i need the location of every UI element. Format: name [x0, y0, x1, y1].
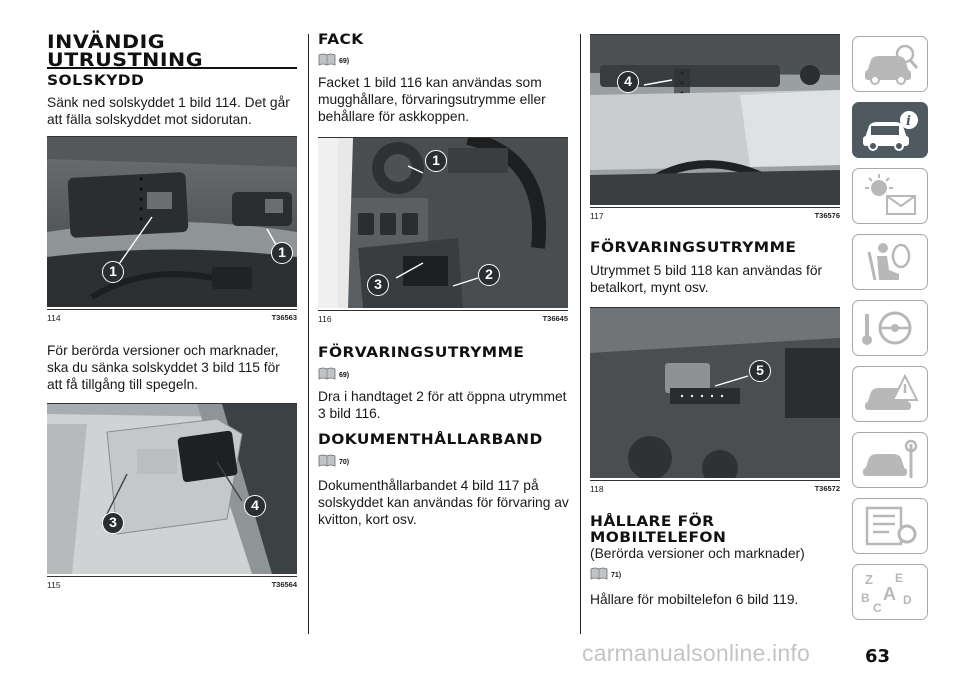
heading-line2: MOBILTELEFON	[590, 530, 727, 546]
book-warning-icon	[318, 454, 336, 467]
car-service-icon	[863, 439, 918, 478]
svg-text:Z: Z	[865, 572, 873, 587]
chapter-rule	[47, 67, 297, 69]
callout-5: 5	[749, 360, 771, 382]
callout-4: 4	[244, 495, 266, 517]
figure-number: 118	[590, 484, 604, 494]
figure-rule	[590, 480, 840, 481]
figure-rule	[590, 34, 840, 35]
heading-line1: HÅLLARE FÖR	[590, 514, 715, 530]
nav-tab-warning-lights[interactable]	[852, 168, 928, 224]
warning-ref-number: 69)	[339, 372, 350, 379]
figure-code: T36576	[814, 211, 840, 220]
figure-118-photo: 5	[590, 308, 840, 478]
book-warning-icon	[318, 53, 336, 66]
page-number: 63	[865, 646, 891, 667]
figure-code: T36645	[542, 314, 568, 323]
section-heading-dokumenthallarband: DOKUMENTHÅLLARBAND	[318, 432, 543, 448]
figure-116-photo: 1 3 2	[318, 138, 568, 308]
figure-code: T36572	[814, 484, 840, 493]
warning-lights-icon	[865, 174, 916, 215]
figure-number: 115	[47, 580, 61, 590]
figure-114-photo: 1 1	[47, 137, 297, 307]
section-heading-solskydd: SOLSKYDD	[47, 73, 145, 89]
hallare-subtitle: (Berörda versioner och marknader)	[590, 546, 805, 561]
nav-tab-car-info[interactable]: i	[852, 102, 928, 158]
nav-tab-steering-key[interactable]	[852, 300, 928, 356]
figure-number: 114	[47, 313, 61, 323]
callout-1: 1	[102, 261, 124, 283]
warning-ref-number: 70)	[339, 459, 350, 466]
figure-rule	[47, 136, 297, 137]
forvaring2-text: Utrymmet 5 bild 118 kan användas för bet…	[590, 263, 823, 295]
nav-tab-specs[interactable]	[852, 498, 928, 554]
steering-wheel-key-icon	[862, 311, 912, 345]
warning-reference: 69)	[318, 52, 349, 66]
figure-rule	[590, 307, 840, 308]
specs-list-icon	[865, 506, 917, 546]
figure-115-photo: 3 4	[47, 404, 297, 574]
figure-code: T36564	[271, 580, 297, 589]
dokument-text: Dokumenthållarbandet 4 bild 117 på solsk…	[318, 478, 569, 527]
svg-text:B: B	[861, 591, 870, 605]
warning-ref-number: 71)	[611, 572, 622, 579]
solskydd-text-1: Sänk ned solskyddet 1 bild 114. Det går …	[47, 95, 290, 127]
callout-3: 3	[102, 512, 124, 534]
warning-ref-number: 69)	[339, 58, 350, 65]
fack-text: Facket 1 bild 116 kan användas som muggh…	[318, 75, 546, 124]
callout-4: 4	[617, 71, 639, 93]
car-search-icon	[865, 44, 919, 85]
svg-text:i: i	[906, 114, 911, 129]
warning-reference: 71)	[590, 566, 621, 580]
car-info-icon: i	[863, 111, 918, 151]
nav-tab-index[interactable]: Z E B A D C	[852, 564, 928, 620]
figure-number: 117	[590, 211, 604, 221]
section-heading-forvaringsutrymme: FÖRVARINGSUTRYMME	[318, 345, 525, 361]
nav-tab-airbag-seat[interactable]	[852, 234, 928, 290]
hallare-text: Hållare för mobiltelefon 6 bild 119.	[590, 592, 799, 607]
figure-rule	[47, 576, 297, 577]
figure-rule	[47, 309, 297, 310]
chapter-title: INVÄNDIG UTRUSTNING	[47, 31, 204, 71]
book-warning-icon	[318, 367, 336, 380]
figure-code: T36563	[271, 313, 297, 322]
callout-3: 3	[367, 274, 389, 296]
warning-reference: 69)	[318, 366, 349, 380]
svg-text:E: E	[895, 571, 903, 585]
svg-text:D: D	[903, 593, 912, 607]
forvaring-text: Dra i handtaget 2 för att öppna utrymmet…	[318, 389, 567, 421]
column-divider	[308, 34, 309, 634]
solskydd-text-2: För berörda versioner och marknader, ska…	[47, 343, 280, 392]
figure-117-photo: 4	[590, 35, 840, 205]
nav-tab-car-emergency[interactable]	[852, 366, 928, 422]
nav-tab-car-search[interactable]	[852, 36, 928, 92]
car-emergency-icon	[865, 373, 919, 410]
book-warning-icon	[590, 567, 608, 580]
airbag-seat-icon	[867, 243, 911, 281]
section-heading-forvaringsutrymme: FÖRVARINGSUTRYMME	[590, 240, 797, 256]
callout-1: 1	[271, 242, 293, 264]
figure-rule	[47, 403, 297, 404]
chapter-title-line2: UTRUSTNING	[47, 49, 204, 71]
section-heading-fack: FACK	[318, 32, 364, 48]
svg-text:C: C	[873, 601, 882, 614]
warning-reference: 70)	[318, 453, 349, 467]
svg-text:A: A	[883, 584, 896, 604]
figure-rule	[318, 137, 568, 138]
section-heading-hallare: HÅLLARE FÖR MOBILTELEFON	[590, 514, 726, 546]
nav-tab-car-service[interactable]	[852, 432, 928, 488]
alphabetical-index-icon: Z E B A D C	[861, 571, 912, 614]
column-divider	[580, 34, 581, 634]
callout-1: 1	[425, 150, 447, 172]
figure-rule	[318, 310, 568, 311]
callout-2: 2	[478, 264, 500, 286]
watermark: carmanualsonline.info	[582, 640, 810, 666]
chapter-title-line1: INVÄNDIG	[47, 31, 166, 53]
figure-number: 116	[318, 314, 332, 324]
figure-rule	[590, 207, 840, 208]
